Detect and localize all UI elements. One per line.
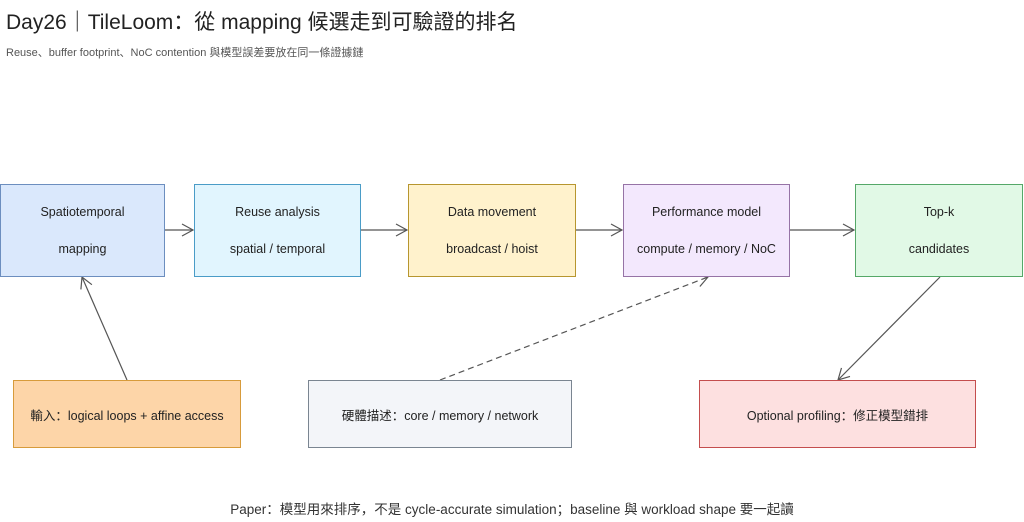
node-label: Data movement: [447, 204, 537, 219]
node-label: Top-k: [923, 204, 955, 219]
node-reuse-analysis: Reuse analysis spatial / temporal: [194, 184, 361, 277]
node-hardware-description: 硬體描述：core / memory / network: [308, 380, 572, 448]
node-sublabel: mapping: [58, 242, 107, 257]
node-label: 硬體描述：core / memory / network: [341, 408, 539, 423]
footnote: Paper：模型用來排序，不是 cycle-accurate simulatio…: [230, 502, 794, 517]
node-data-movement: Data movement broadcast / hoist: [408, 184, 576, 277]
node-label: Spatiotemporal: [40, 204, 125, 219]
node-label: Performance model: [651, 204, 762, 219]
edge-input-to-mapping: [80, 275, 128, 381]
node-sublabel: candidates: [908, 242, 970, 257]
diagram-subtitle: Reuse、buffer footprint、NoC contention 與模…: [6, 47, 364, 59]
node-input: 輸入：logical loops + affine access: [13, 380, 241, 448]
node-label: 輸入：logical loops + affine access: [30, 408, 224, 423]
diagram-title: Day26｜TileLoom：從 mapping 候選走到可驗證的排名: [6, 11, 518, 34]
node-sublabel: compute / memory / NoC: [637, 242, 776, 257]
edge-hw-to-perf: [439, 274, 710, 381]
node-top-k-candidates: Top-k candidates: [855, 184, 1023, 277]
node-sublabel: spatial / temporal: [229, 242, 326, 257]
edge-topk-to-profiling: [837, 276, 941, 381]
node-optional-profiling: Optional profiling：修正模型錯排: [699, 380, 976, 448]
node-sublabel: broadcast / hoist: [446, 242, 538, 257]
node-performance-model: Performance model compute / memory / NoC: [623, 184, 790, 277]
node-label: Reuse analysis: [235, 204, 320, 219]
node-label: Optional profiling：修正模型錯排: [746, 408, 929, 423]
node-spatiotemporal-mapping: Spatiotemporal mapping: [0, 184, 165, 277]
